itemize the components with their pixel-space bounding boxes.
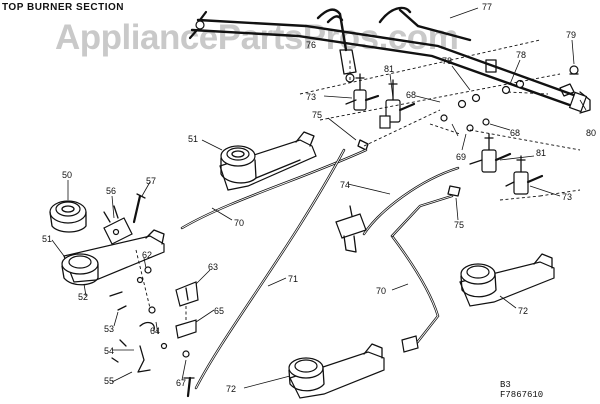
callout-55: 55 bbox=[104, 376, 114, 386]
callout-62: 62 bbox=[142, 250, 152, 260]
callout-81-lower: 81 bbox=[536, 148, 546, 158]
manifold-pipe bbox=[188, 10, 591, 114]
valve-73-upper bbox=[345, 73, 380, 111]
callout-74: 74 bbox=[340, 180, 350, 190]
callout-73-upper: 73 bbox=[306, 92, 316, 102]
callout-54: 54 bbox=[104, 346, 114, 356]
burner-51-upper bbox=[219, 131, 317, 191]
callout-76: 76 bbox=[306, 40, 316, 50]
valve-81-lower bbox=[469, 133, 512, 173]
callout-70-right: 70 bbox=[376, 286, 386, 296]
callout-67: 67 bbox=[176, 378, 186, 388]
callout-labels: 77 79 78 78 81 73 68 75 68 69 74 81 73 7… bbox=[42, 2, 596, 394]
section-title: TOP BURNER SECTION bbox=[2, 2, 124, 13]
gas-tubes bbox=[180, 148, 460, 390]
callout-57-top: 57 bbox=[146, 176, 156, 186]
callout-56: 56 bbox=[106, 186, 116, 196]
callout-72-bottom: 72 bbox=[226, 384, 236, 394]
callout-78-b: 78 bbox=[516, 50, 526, 60]
burner-72-right bbox=[459, 253, 555, 307]
group-code: B3 bbox=[500, 380, 511, 390]
assembly-dash-lines bbox=[299, 39, 581, 201]
burner-cap-50 bbox=[49, 200, 87, 233]
callout-50: 50 bbox=[62, 170, 72, 180]
callout-75-upper: 75 bbox=[312, 110, 322, 120]
tube-connector bbox=[335, 205, 367, 253]
callout-75-lower: 75 bbox=[454, 220, 464, 230]
callout-72-right: 72 bbox=[518, 306, 528, 316]
callout-77: 77 bbox=[482, 2, 492, 12]
callout-80: 80 bbox=[586, 128, 596, 138]
callout-51-left: 51 bbox=[42, 234, 52, 244]
callout-71: 71 bbox=[288, 274, 298, 284]
callout-63: 63 bbox=[208, 262, 218, 272]
callout-81-upper: 81 bbox=[384, 64, 394, 74]
small-hardware bbox=[109, 249, 199, 398]
screw-57 bbox=[132, 193, 146, 224]
drawing-id-block: B3 F7867610 bbox=[500, 380, 543, 400]
fittings-75 bbox=[357, 139, 461, 197]
callout-68-b: 68 bbox=[510, 128, 520, 138]
callout-78-a: 78 bbox=[442, 56, 452, 66]
valve-81-upper bbox=[379, 79, 416, 129]
callout-leaders bbox=[51, 7, 587, 389]
drawing-number: F7867610 bbox=[500, 390, 544, 400]
callout-65: 65 bbox=[214, 306, 224, 316]
burner-51-left bbox=[61, 229, 165, 286]
callout-79: 79 bbox=[566, 30, 576, 40]
callout-68-a: 68 bbox=[406, 90, 416, 100]
callout-51-upper: 51 bbox=[188, 134, 198, 144]
burner-72-bottom bbox=[288, 335, 419, 399]
callout-70-left: 70 bbox=[234, 218, 244, 228]
orifice-fittings bbox=[440, 59, 579, 132]
callout-73-lower: 73 bbox=[562, 192, 572, 202]
valve-73-lower bbox=[505, 155, 544, 195]
callout-53: 53 bbox=[104, 324, 114, 334]
callout-64: 64 bbox=[150, 326, 160, 336]
callout-69: 69 bbox=[456, 152, 466, 162]
callout-52: 52 bbox=[78, 292, 88, 302]
bracket-56 bbox=[103, 205, 133, 245]
